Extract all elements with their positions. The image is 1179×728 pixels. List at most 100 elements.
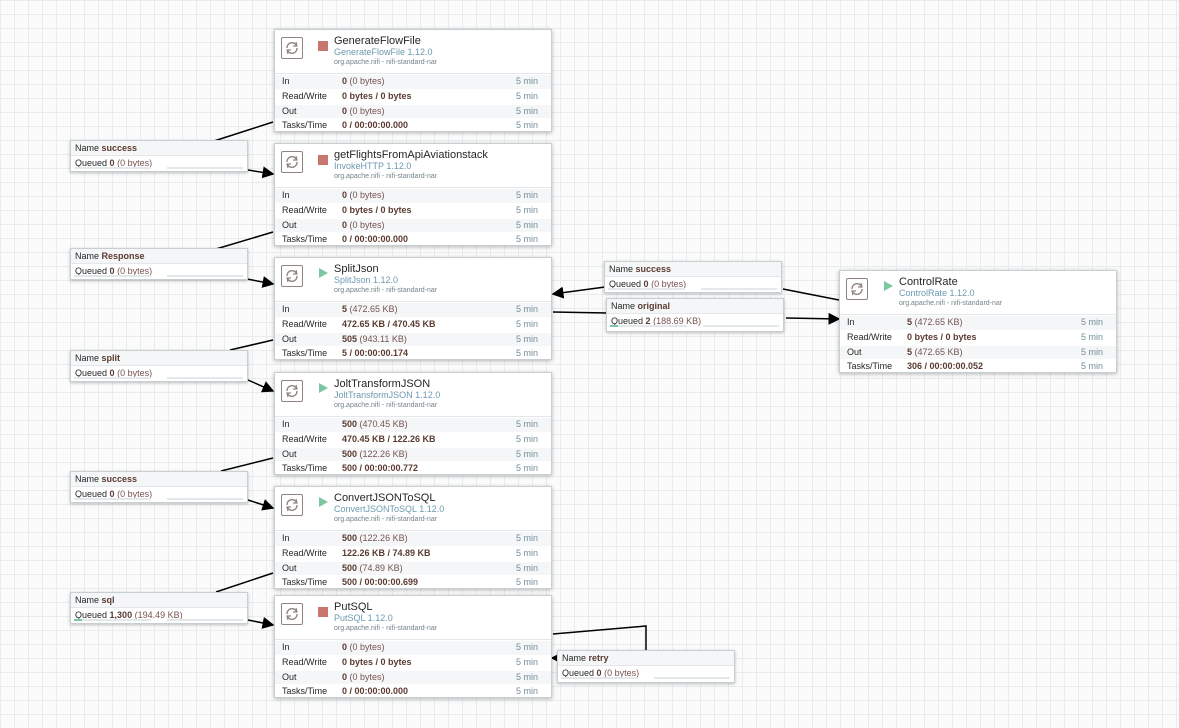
- connection-queued-row: Queued 0 (0 bytes): [71, 156, 247, 171]
- running-icon: [319, 268, 328, 278]
- processor-bundle: org.apache.nifi - nifi-standard-nar: [334, 59, 438, 66]
- connection-name-row: Name success: [605, 262, 781, 277]
- connection-label[interactable]: Name original Queued 2 (188.69 KB): [606, 298, 784, 332]
- running-icon: [319, 497, 328, 507]
- connection-name-row: Name success: [71, 141, 247, 156]
- connection-queued-row: Queued 2 (188.69 KB): [607, 314, 783, 329]
- processor-bundle: org.apache.nifi - nifi-standard-nar: [334, 287, 438, 294]
- processor-name: GenerateFlowFile: [334, 35, 421, 47]
- queued-count: 0: [643, 279, 649, 289]
- queue-bar-count: [610, 325, 687, 327]
- queue-bar-size: [167, 619, 243, 621]
- processor-type: JoltTransformJSON 1.12.0: [334, 390, 441, 400]
- processor-icon: [281, 37, 303, 59]
- connection-label[interactable]: Name success Queued 0 (0 bytes): [604, 261, 782, 293]
- processor-generateflowfile[interactable]: GenerateFlowFile GenerateFlowFile 1.12.0…: [274, 29, 552, 132]
- processor-icon: [281, 380, 303, 402]
- connection-name-row: Name sql: [71, 593, 247, 608]
- connection-label[interactable]: Name success Queued 0 (0 bytes): [70, 140, 248, 172]
- queued-size: (0 bytes): [117, 368, 153, 378]
- stat-row-in: In 0 (0 bytes) 5 min: [275, 640, 551, 655]
- processor-stats: In 5 (472.65 KB) 5 min Read/Write 472.65…: [275, 302, 551, 361]
- stat-row-out: Out 0 (0 bytes) 5 min: [275, 217, 551, 233]
- processor-bundle: org.apache.nifi - nifi-standard-nar: [334, 173, 438, 180]
- processor-header: PutSQL PutSQL 1.12.0 org.apache.nifi - n…: [275, 596, 551, 640]
- stat-row-tasks: Tasks/Time 0 / 00:00:00.000 5 min: [275, 232, 551, 247]
- edge-split-to-controlrate: [552, 312, 839, 319]
- stat-row-in: In 500 (122.26 KB) 5 min: [275, 531, 551, 546]
- processor-bundle: org.apache.nifi - nifi-standard-nar: [899, 300, 1003, 307]
- connection-queued-row: Queued 0 (0 bytes): [71, 366, 247, 381]
- queued-size: (0 bytes): [117, 266, 153, 276]
- processor-stats: In 5 (472.65 KB) 5 min Read/Write 0 byte…: [840, 315, 1116, 374]
- queued-count: 0: [109, 158, 115, 168]
- processor-name: getFlightsFromApiAviationstack: [334, 149, 488, 161]
- processor-jolttransformjson[interactable]: JoltTransformJSON JoltTransformJSON 1.12…: [274, 372, 552, 475]
- processor-header: SplitJson SplitJson 1.12.0 org.apache.ni…: [275, 258, 551, 302]
- queue-bar-count: [74, 619, 151, 621]
- processor-header: JoltTransformJSON JoltTransformJSON 1.12…: [275, 373, 551, 417]
- processor-controlrate[interactable]: ControlRate ControlRate 1.12.0 org.apach…: [839, 270, 1117, 373]
- processor-getflightsfromapiaviationstack[interactable]: getFlightsFromApiAviationstack InvokeHTT…: [274, 143, 552, 246]
- stat-row-readwrite: Read/Write 122.26 KB / 74.89 KB 5 min: [275, 545, 551, 561]
- stat-row-tasks: Tasks/Time 500 / 00:00:00.772 5 min: [275, 461, 551, 476]
- processor-header: getFlightsFromApiAviationstack InvokeHTT…: [275, 144, 551, 188]
- processor-splitjson[interactable]: SplitJson SplitJson 1.12.0 org.apache.ni…: [274, 257, 552, 360]
- stat-row-readwrite: Read/Write 0 bytes / 0 bytes 5 min: [275, 654, 551, 670]
- processor-putsql[interactable]: PutSQL PutSQL 1.12.0 org.apache.nifi - n…: [274, 595, 552, 698]
- connection-label[interactable]: Name retry Queued 0 (0 bytes): [557, 650, 735, 683]
- connection-label[interactable]: Name Response Queued 0 (0 bytes): [70, 248, 248, 280]
- stat-row-tasks: Tasks/Time 500 / 00:00:00.699 5 min: [275, 575, 551, 590]
- edge-controlrate-to-split: [553, 287, 840, 300]
- processor-stats: In 0 (0 bytes) 5 min Read/Write 0 bytes …: [275, 74, 551, 133]
- queued-count: 0: [109, 266, 115, 276]
- connection-name: split: [101, 353, 121, 363]
- connection-label[interactable]: Name sql Queued 1,300 (194.49 KB): [70, 592, 248, 624]
- queued-size: (0 bytes): [117, 489, 153, 499]
- stat-row-tasks: Tasks/Time 0 / 00:00:00.000 5 min: [275, 118, 551, 133]
- connection-name-row: Name split: [71, 351, 247, 366]
- connection-label[interactable]: Name split Queued 0 (0 bytes): [70, 350, 248, 382]
- processor-bundle: org.apache.nifi - nifi-standard-nar: [334, 402, 438, 409]
- edge-convert-to-putsql: [215, 572, 273, 625]
- queue-bar-size: [167, 167, 243, 169]
- stat-row-readwrite: Read/Write 472.65 KB / 470.45 KB 5 min: [275, 316, 551, 332]
- connection-name: sql: [101, 595, 115, 605]
- queue-bar-count: [74, 167, 151, 169]
- processor-type: InvokeHTTP 1.12.0: [334, 161, 412, 171]
- queue-bar-size: [701, 288, 777, 290]
- stat-row-in: In 0 (0 bytes) 5 min: [275, 74, 551, 89]
- connection-name: original: [637, 301, 671, 311]
- connection-name-row: Name success: [71, 472, 247, 487]
- queue-bar-size: [167, 275, 243, 277]
- processor-convertjsontosql[interactable]: ConvertJSONToSQL ConvertJSONToSQL 1.12.0…: [274, 486, 552, 589]
- processor-bundle: org.apache.nifi - nifi-standard-nar: [334, 516, 438, 523]
- queue-bar-size: [654, 677, 730, 679]
- stat-row-out: Out 505 (943.11 KB) 5 min: [275, 331, 551, 347]
- queued-size: (0 bytes): [651, 279, 687, 289]
- stat-row-out: Out 500 (74.89 KB) 5 min: [275, 560, 551, 576]
- stat-row-in: In 5 (472.65 KB) 5 min: [275, 302, 551, 317]
- connection-name: Response: [101, 251, 145, 261]
- processor-name: PutSQL: [334, 601, 373, 613]
- stat-row-tasks: Tasks/Time 5 / 00:00:00.174 5 min: [275, 346, 551, 361]
- stopped-icon: [318, 607, 328, 617]
- queued-count: 0: [109, 368, 115, 378]
- processor-header: ConvertJSONToSQL ConvertJSONToSQL 1.12.0…: [275, 487, 551, 531]
- connection-queued-row: Queued 0 (0 bytes): [71, 264, 247, 279]
- connection-label[interactable]: Name success Queued 0 (0 bytes): [70, 471, 248, 503]
- stat-row-in: In 500 (470.45 KB) 5 min: [275, 417, 551, 432]
- connection-name: success: [101, 143, 138, 153]
- processor-header: GenerateFlowFile GenerateFlowFile 1.12.0…: [275, 30, 551, 74]
- connection-name-row: Name original: [607, 299, 783, 314]
- processor-stats: In 0 (0 bytes) 5 min Read/Write 0 bytes …: [275, 188, 551, 247]
- stat-row-tasks: Tasks/Time 0 / 00:00:00.000 5 min: [275, 684, 551, 699]
- stat-row-out: Out 0 (0 bytes) 5 min: [275, 669, 551, 685]
- processor-type: SplitJson 1.12.0: [334, 275, 399, 285]
- stat-row-readwrite: Read/Write 0 bytes / 0 bytes 5 min: [275, 88, 551, 104]
- stopped-icon: [318, 41, 328, 51]
- queue-bar-count: [74, 498, 151, 500]
- processor-name: JoltTransformJSON: [334, 378, 431, 390]
